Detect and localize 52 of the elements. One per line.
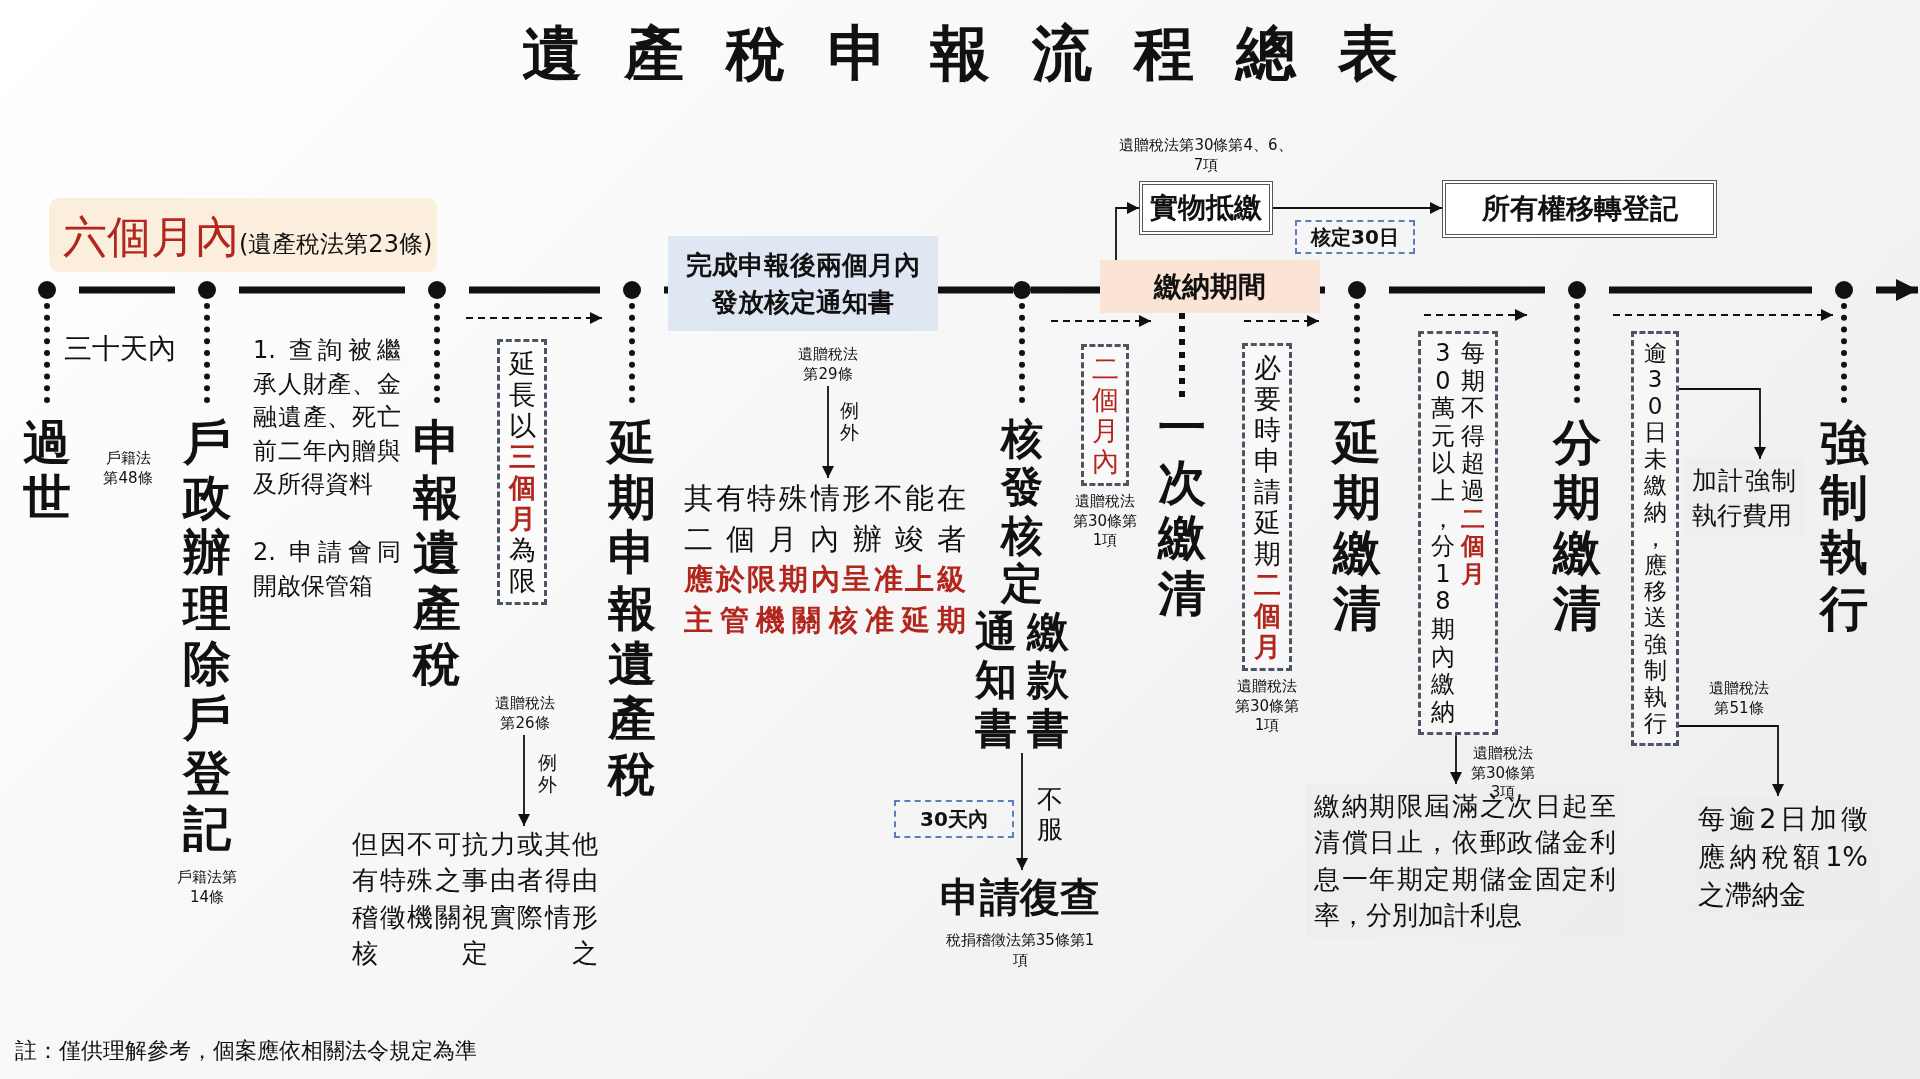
period-band: 繳納期間: [1100, 260, 1320, 313]
dashed-note-box: 延長以三個月為限: [497, 339, 547, 606]
arrow: [1678, 725, 1784, 797]
citation-text: 遺贈稅法第26條: [484, 692, 566, 735]
stage-label: 強制執行: [1812, 281, 1876, 636]
timeline-line: [1031, 286, 1100, 294]
dashed-note-box: 30萬元以上，分18期內繳納 每期不得超過二個月: [1418, 331, 1498, 736]
dashed-note-box: 核定30日: [1295, 220, 1415, 254]
title: 遺產稅申報流程總表: [521, 17, 1440, 90]
arrow: [822, 385, 834, 479]
stage-label: 分期繳清: [1545, 281, 1609, 636]
note-text: 但因不可抗力或其他有特殊之事由者得由稽徵機關視實際情形核定之: [352, 826, 598, 972]
stage-label: 申報遺產稅: [405, 281, 469, 691]
stage-label: 延期繳清: [1325, 281, 1389, 636]
citation-text: 遺贈稅法第29條: [788, 343, 868, 386]
dashed-note-box: 逾30日未繳納，應移送強制執行: [1631, 331, 1679, 746]
timeline-line: [664, 286, 668, 294]
citation-text: 遺贈稅法第30條第1項: [1071, 491, 1139, 552]
arrow: [1678, 388, 1766, 460]
stage-label: 戶政辦理除戶登記: [175, 281, 239, 857]
citation-text: 戶籍法第48條: [102, 448, 154, 489]
note-text: 2. 申請會同開啟保管箱: [252, 537, 402, 602]
citation-text: 稅捐稽徵法第35條第1項: [944, 930, 1096, 971]
stage-label: 延期申報遺產稅: [600, 281, 664, 802]
timeline-line: [938, 286, 1013, 294]
dotted-line: [1179, 313, 1185, 400]
arrow: [1450, 734, 1462, 785]
action-box: 所有權移轉登記: [1442, 180, 1717, 238]
citation-text: 戶籍法第14條: [176, 867, 238, 908]
stage-label: 一次繳清: [1150, 400, 1214, 621]
dashed-note-box: 必要時申請延期二個月: [1242, 343, 1292, 672]
edge-label: 不服: [1036, 785, 1065, 845]
edge-label: 例外: [537, 752, 559, 796]
arrow: [1016, 752, 1028, 871]
citation-text: 遺贈稅法第30條第4、6、7項: [1118, 135, 1294, 176]
timeline-line: [1320, 286, 1325, 294]
edge-label: 遺贈稅法第51條: [1708, 678, 1770, 719]
dashed-note-box: 二個月內: [1081, 344, 1129, 487]
dashed-note-box: 30天內: [894, 800, 1014, 838]
note-text: 1. 查詢被繼承人財產、金融遺產、死亡前二年內贈與及所得資料: [252, 335, 402, 501]
info-box: 完成申報後兩個月內發放核定通知書: [668, 236, 938, 331]
arrow: [518, 734, 530, 827]
arrow: [1115, 202, 1140, 261]
citation-text: 遺贈稅法第30條第1項: [1233, 676, 1301, 737]
time-note: 三十天內: [64, 331, 176, 367]
note-text: 其有特殊情形不能在二個月內辦竣者應於限期內呈准上級主管機關核准延期: [684, 478, 966, 641]
period-band: 六個月內(遺產稅法第23條): [49, 198, 437, 272]
arrow: [1272, 202, 1443, 214]
action-box: 實物抵繳: [1139, 181, 1273, 235]
footnote: 註：僅供理解參考，個案應依相關法令規定為準: [15, 1037, 477, 1065]
edge-label: 例外: [839, 400, 861, 444]
step-heading: 申請復查: [925, 870, 1115, 925]
